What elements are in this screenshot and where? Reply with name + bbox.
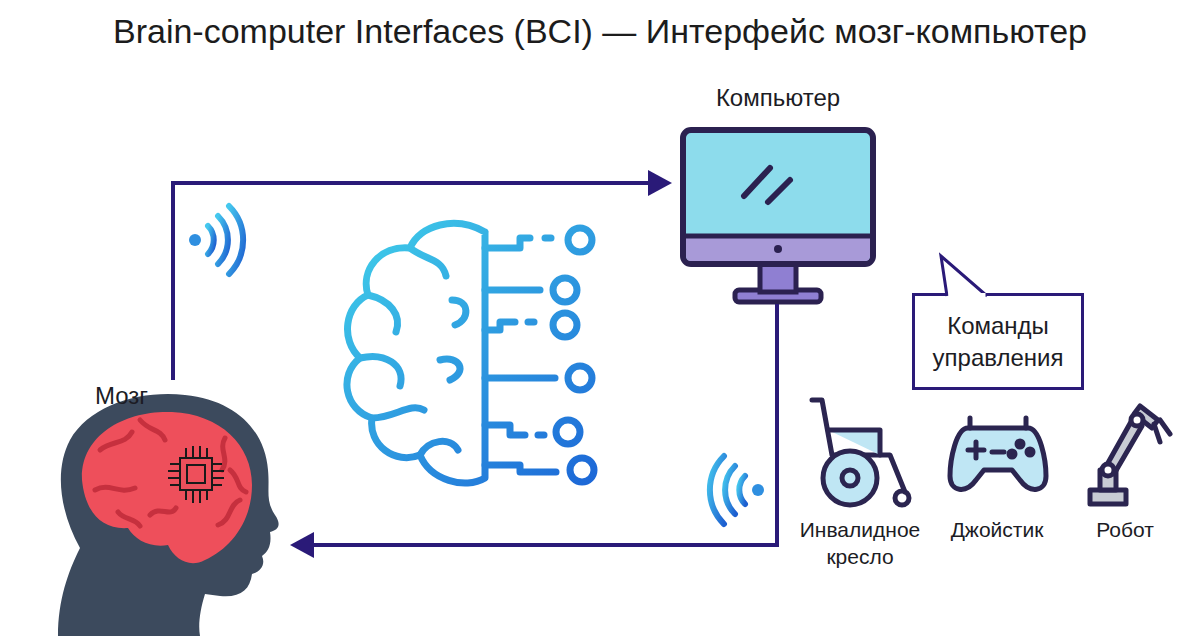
arrow-head [290, 532, 314, 558]
connector-arrow [173, 170, 672, 380]
wheelchair-icon [812, 400, 909, 505]
joystick-icon [950, 418, 1046, 489]
callout-bubble: Команды управления [912, 293, 1084, 390]
wireless-sign [710, 456, 764, 524]
robot-arm-icon [1090, 406, 1170, 504]
arrow-head [648, 170, 672, 196]
node-label: Мозг [95, 380, 148, 411]
computer-monitor [683, 130, 873, 302]
device-label: Робот [1070, 516, 1180, 543]
node-label: Компьютер [716, 82, 840, 113]
head-figure [58, 394, 279, 636]
circuit-brain [347, 223, 594, 483]
connector-line [310, 304, 777, 545]
connector-line [173, 183, 652, 380]
wireless-sign [189, 206, 243, 274]
callout-tail [929, 252, 1009, 302]
node-label: Команды управления [925, 310, 1071, 372]
device-label: Инвалидное кресло [785, 516, 935, 571]
connector-arrow [290, 304, 777, 558]
computer-node: Компьютер [672, 82, 884, 304]
brain-node: Мозг [40, 380, 290, 636]
device-label: Джойстик [932, 516, 1062, 543]
title: Brain-computer Interfaces (BCI) — Интерф… [0, 12, 1200, 51]
